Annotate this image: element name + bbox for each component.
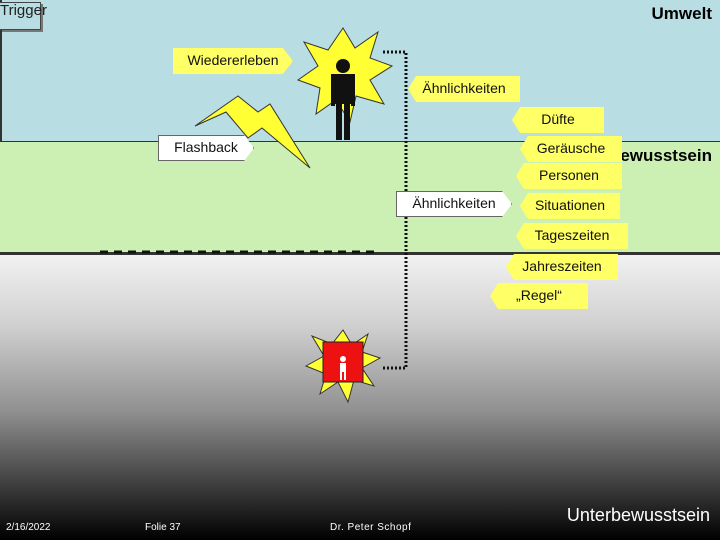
unterbewusstsein-band [0, 254, 720, 540]
left-border-line [0, 0, 2, 142]
umwelt-title: Umwelt [651, 4, 712, 23]
tag-tageszeiten: Tageszeiten [516, 223, 628, 249]
trigger-box [0, 2, 41, 30]
tag-geraeusche: Geräusche [520, 136, 622, 162]
footer-author: Dr. Peter Schopf [330, 522, 412, 533]
unterbewusstsein-title: Unterbewusstsein [566, 505, 710, 525]
tag-aehnlichkeiten-mid: Ähnlichkeiten [396, 191, 512, 217]
tag-duefte: Düfte [512, 107, 604, 133]
footer-slide: Folie 37 [145, 522, 181, 533]
tag-personen: Personen [516, 163, 622, 189]
tag-wiedererleben: Wiedererleben [173, 48, 293, 74]
tag-regel: „Regel“ [490, 283, 588, 309]
footer-date: 2/16/2022 [6, 522, 51, 533]
umwelt-bottom-line [0, 141, 720, 142]
tag-aehnlichkeiten-top: Ähnlichkeiten [408, 76, 520, 102]
tag-jahreszeiten: Jahreszeiten [506, 254, 618, 280]
trigger-label: Trigger [0, 2, 47, 19]
bewusstsein-title: Bewusstsein [608, 146, 712, 165]
tag-flashback: Flashback [158, 135, 254, 161]
tag-situationen: Situationen [520, 193, 620, 219]
